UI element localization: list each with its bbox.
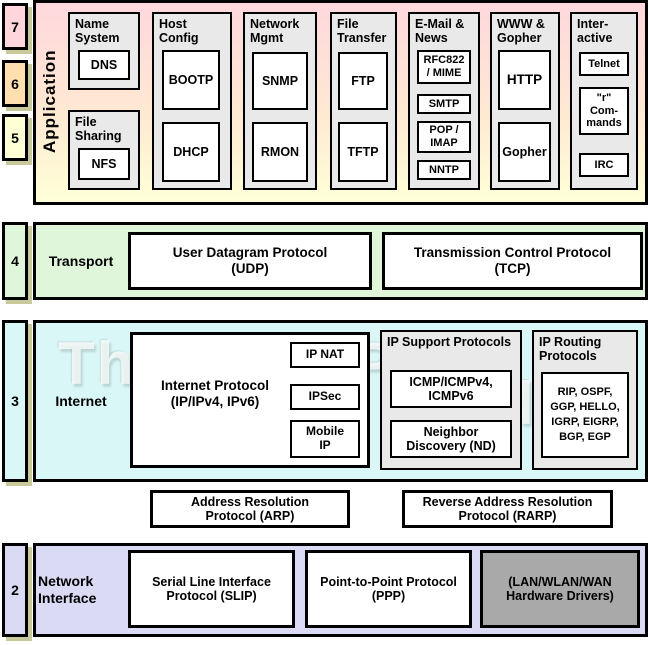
- protocol-box-tftp: TFTP: [338, 122, 388, 182]
- protocol-box-rarp: Reverse Address Resolution Protocol (RAR…: [402, 490, 613, 528]
- group-host-config-title: Host Config: [159, 17, 199, 45]
- group-email-news-title: E-Mail & News: [415, 17, 465, 45]
- arp-line1: Address Resolution: [190, 494, 310, 509]
- protocol-box-ip-nat: IP NAT: [290, 342, 360, 368]
- hw-line1: (LAN/WLAN/WAN: [508, 574, 612, 589]
- protocol-box-snmp: SNMP: [252, 52, 308, 110]
- group-name-system-title: Name System: [75, 17, 120, 45]
- protocol-box-ppp: Point-to-Point Protocol (PPP): [305, 550, 472, 628]
- protocol-box-irc: IRC: [579, 153, 629, 177]
- rfc822-line1: RFC822: [423, 54, 465, 67]
- protocol-box-pop-imap: POP / IMAP: [417, 121, 471, 153]
- rarp-line1: Reverse Address Resolution: [422, 494, 593, 509]
- routing-line3: IGRP, EIGRP,: [551, 416, 619, 428]
- layer-number-5: 5: [2, 114, 28, 161]
- network-label-line2: Interface: [38, 590, 97, 606]
- group-network-mgmt-title: Network Mgmt: [250, 17, 300, 45]
- protocol-box-slip: Serial Line Interface Protocol (SLIP): [128, 550, 295, 628]
- group-interactive-title: Inter-active: [577, 17, 613, 45]
- hw-line2: Hardware Drivers): [506, 589, 614, 603]
- r-commands-line1: "r": [596, 92, 612, 105]
- ip-label: Internet Protocol (IP/IPv4, IPv6): [140, 378, 290, 410]
- group-file-transfer-title: File Transfer: [337, 17, 387, 45]
- protocol-box-neighbor-discovery: Neighbor Discovery (ND): [390, 420, 512, 458]
- rfc822-line2: / MIME: [426, 67, 462, 79]
- tcp-line2: (TCP): [494, 261, 531, 276]
- group-ip-support-title: IP Support Protocols: [387, 335, 512, 349]
- layer-number-4: 4: [2, 222, 28, 300]
- protocol-box-ipsec: IPSec: [290, 384, 360, 410]
- protocol-box-nntp: NNTP: [417, 160, 471, 180]
- pop-imap-line1: POP /: [429, 124, 459, 137]
- layer-number-7: 7: [2, 3, 28, 50]
- group-file-sharing-title: File Sharing: [75, 115, 122, 143]
- group-www-gopher-title: WWW & Gopher: [497, 17, 545, 45]
- protocol-box-ftp: FTP: [338, 52, 388, 110]
- network-label-line1: Network: [38, 573, 94, 590]
- mobile-ip-line2: IP: [319, 438, 331, 452]
- protocol-box-bootp: BOOTP: [162, 50, 220, 110]
- routing-line4: BGP, EGP: [559, 430, 611, 443]
- slip-line1: Serial Line Interface: [152, 574, 271, 589]
- internet-layer-label: Internet: [55, 392, 107, 409]
- protocol-box-routing-protocols: RIP, OSPF, GGP, HELLO, IGRP, EIGRP, BGP,…: [541, 372, 629, 458]
- icmp-line2: ICMPv6: [428, 389, 474, 403]
- protocol-box-telnet: Telnet: [579, 52, 629, 76]
- tcp-line1: Transmission Control Protocol: [413, 245, 612, 261]
- icmp-line1: ICMP/ICMPv4,: [409, 374, 493, 389]
- protocol-box-arp: Address Resolution Protocol (ARP): [150, 490, 350, 528]
- transport-layer-label: Transport: [48, 252, 114, 269]
- rarp-line2: Protocol (RARP): [458, 509, 557, 523]
- layer-number-6: 6: [2, 60, 28, 107]
- protocol-box-dns: DNS: [78, 50, 130, 80]
- protocol-box-r-commands: "r" Com- mands: [579, 87, 629, 135]
- protocol-box-udp: User Datagram Protocol (UDP): [128, 232, 372, 290]
- protocol-box-tcp: Transmission Control Protocol (TCP): [382, 232, 643, 290]
- protocol-box-rfc822-mime: RFC822 / MIME: [417, 50, 471, 84]
- ip-line1: Internet Protocol: [160, 378, 269, 393]
- network-interface-layer-label: Network Interface: [38, 543, 126, 637]
- ppp-line1: Point-to-Point Protocol: [320, 574, 457, 589]
- layer-number-2: 2: [2, 543, 28, 637]
- routing-line1: RIP, OSPF,: [557, 386, 613, 399]
- nd-line1: Neighbor: [423, 424, 479, 439]
- arp-line2: Protocol (ARP): [205, 509, 295, 523]
- r-commands-line3: mands: [586, 117, 622, 130]
- protocol-box-dhcp: DHCP: [162, 122, 220, 182]
- layer-number-3: 3: [2, 320, 28, 482]
- application-layer-label: Application: [40, 49, 59, 153]
- pop-imap-line2: IMAP: [430, 137, 458, 149]
- nd-line2: Discovery (ND): [406, 439, 496, 453]
- group-ip-routing-title: IP Routing Protocols: [539, 335, 602, 363]
- protocol-box-icmp: ICMP/ICMPv4, ICMPv6: [390, 370, 512, 408]
- protocol-box-hardware-drivers: (LAN/WLAN/WAN Hardware Drivers): [480, 550, 640, 628]
- protocol-box-smtp: SMTP: [417, 94, 471, 114]
- protocol-box-http: HTTP: [498, 50, 551, 110]
- mobile-ip-line1: Mobile: [306, 424, 344, 439]
- protocol-box-mobile-ip: Mobile IP: [290, 420, 360, 458]
- protocol-box-rmon: RMON: [252, 122, 308, 182]
- udp-line1: User Datagram Protocol: [172, 245, 328, 261]
- ppp-line2: (PPP): [371, 589, 406, 603]
- ip-line2: (IP/IPv4, IPv6): [170, 394, 260, 410]
- udp-line2: (UDP): [231, 261, 269, 276]
- routing-line2: GGP, HELLO,: [550, 401, 620, 414]
- slip-line2: Protocol (SLIP): [166, 589, 257, 603]
- r-commands-line2: Com-: [589, 104, 619, 117]
- protocol-box-nfs: NFS: [78, 148, 130, 180]
- protocol-box-gopher: Gopher: [498, 122, 551, 182]
